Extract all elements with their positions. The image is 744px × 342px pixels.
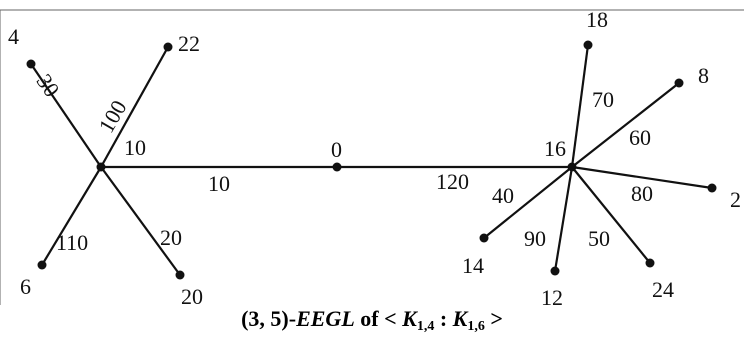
edge-left-6 (41, 166, 102, 266)
caption-title: EEGL (296, 306, 355, 331)
caption-k1: K (402, 306, 417, 331)
vertex-label-8: 8 (698, 63, 709, 88)
edge-label-10: 10 (208, 171, 230, 196)
caption-k2: K (452, 306, 468, 331)
edge-label-110: 110 (56, 230, 88, 255)
vertex-20 (175, 270, 185, 280)
vertex-label-left-center: 10 (124, 135, 146, 160)
vertex-label-2: 2 (730, 187, 741, 212)
vertex-12 (550, 266, 560, 276)
edge-label-100: 100 (93, 96, 131, 137)
vertex-label-14: 14 (462, 253, 484, 278)
caption-sub2: 1,6 (467, 319, 485, 334)
vertex-16 (567, 162, 577, 172)
vertex-label-18: 18 (586, 7, 608, 32)
edge-right-8 (571, 82, 680, 168)
caption-sub1: 1,4 (416, 319, 435, 334)
edge-left-20 (100, 166, 181, 276)
vertex-label-6: 6 (20, 274, 31, 299)
edge-right-18 (570, 44, 590, 168)
vertex-label-4: 4 (8, 24, 19, 49)
vertex-left-center (96, 162, 106, 172)
edge-label-90: 90 (524, 226, 546, 251)
edge-label-80: 80 (631, 181, 653, 206)
caption-mid: of < (354, 306, 403, 331)
edge-right-12 (553, 166, 574, 272)
figure-caption: (3, 5)-EEGL of < K1,4 : K1,6 > (0, 306, 744, 335)
caption-sep: : (434, 306, 453, 331)
vertex-label-24: 24 (652, 277, 674, 302)
edge-label-60: 60 (629, 125, 651, 150)
edge-label-40: 40 (492, 183, 514, 208)
caption-prefix: (3, 5)- (241, 306, 297, 331)
edge-right-2 (571, 165, 713, 190)
edge-left-4 (30, 63, 102, 168)
vertex-18 (583, 40, 593, 50)
vertex-label-16: 16 (544, 136, 566, 161)
vertex-6 (37, 260, 47, 270)
vertex-label-20: 20 (181, 284, 203, 309)
vertex-22 (163, 42, 173, 52)
vertex-label-0: 0 (331, 137, 342, 162)
edge-label-20: 20 (160, 225, 182, 250)
vertex-4 (26, 59, 36, 69)
vertex-2 (707, 183, 717, 193)
vertex-0 (332, 162, 342, 172)
vertex-14 (479, 233, 489, 243)
caption-end: > (484, 306, 503, 331)
edge-label-50: 50 (588, 226, 610, 251)
edge-label-120: 120 (436, 169, 469, 194)
edge-label-70: 70 (592, 87, 614, 112)
edge-left-22 (100, 46, 169, 168)
vertex-label-12: 12 (541, 285, 563, 310)
vertex-24 (645, 258, 655, 268)
edge-right-24 (571, 166, 651, 264)
vertex-8 (674, 78, 684, 88)
edge-right-14 (483, 166, 573, 239)
vertex-label-22: 22 (178, 31, 200, 56)
